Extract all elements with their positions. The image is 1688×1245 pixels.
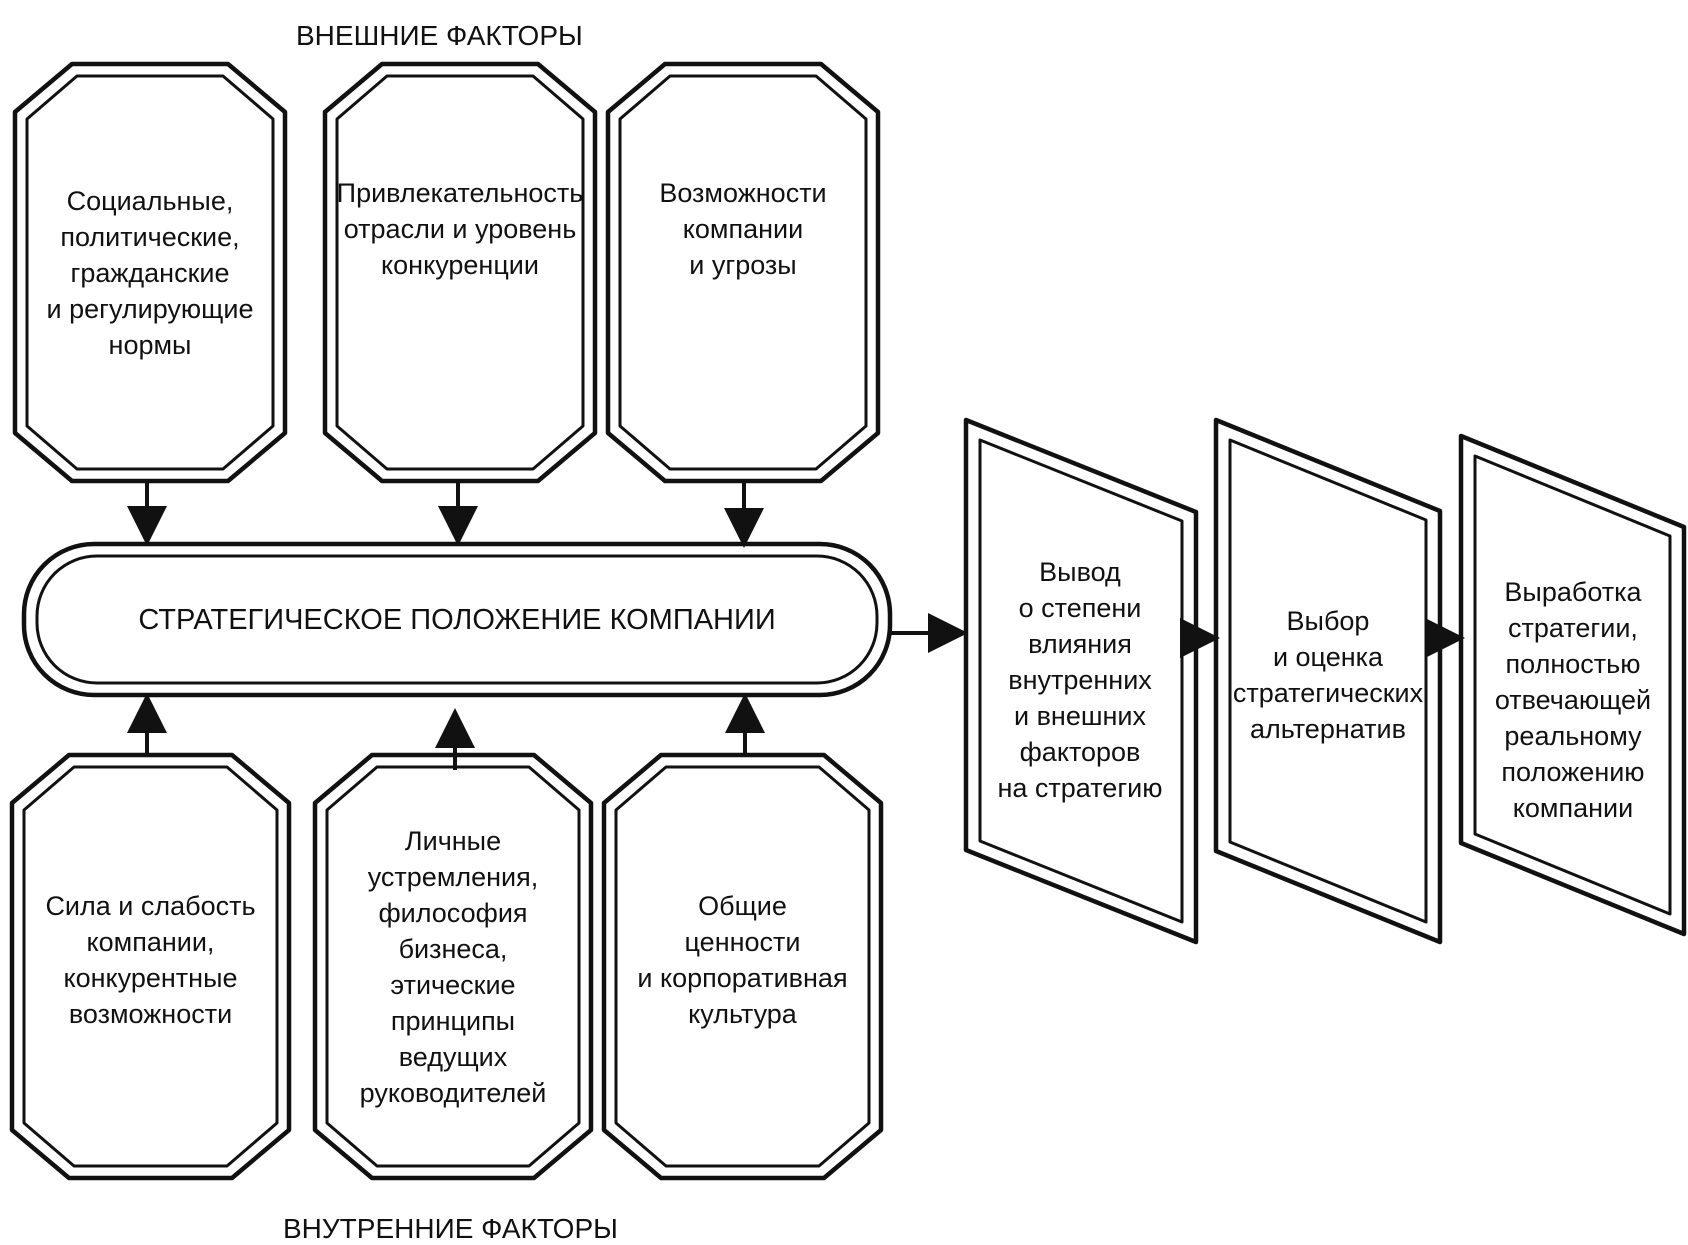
central-capsule <box>21 541 893 698</box>
internal-factor-label-1: Сила и слабость компании, конкурентные в… <box>45 891 256 1029</box>
internal-factor-box-3 <box>601 752 884 1181</box>
external-factor-label-2: Привлекательность отрасли и уровень конк… <box>336 178 584 280</box>
stage-label-2: Выбор и оценка стратегических альтернати… <box>1232 606 1424 744</box>
stage-box-1 <box>963 417 1199 945</box>
external-factor-box-1 <box>12 61 288 484</box>
external-factors-heading: ВНЕШНИЕ ФАКТОРЫ <box>296 20 583 51</box>
internal-factor-label-3: Общие ценности и корпоративная культура <box>637 891 848 1029</box>
stage-label-1: Вывод о степени влияния внутренних и вне… <box>997 557 1163 803</box>
internal-factor-box-2 <box>312 752 594 1181</box>
stage-box-2 <box>1213 417 1443 945</box>
internal-factor-label-2: Личные устремления, философия бизнеса, э… <box>359 825 547 1108</box>
external-factor-box-2 <box>322 61 598 484</box>
internal-factor-box-1 <box>9 752 292 1181</box>
external-factor-label-3: Возможности компании и угрозы <box>659 178 827 280</box>
external-factor-label-1: Социальные, политические, гражданские и … <box>46 185 254 360</box>
internal-factors-heading: ВНУТРЕННИЕ ФАКТОРЫ <box>283 1213 618 1244</box>
external-factor-box-3 <box>605 61 881 484</box>
stage-label-3: Выработка стратегии, полностью отвечающе… <box>1494 577 1652 823</box>
central-label: СТРАТЕГИЧЕСКОЕ ПОЛОЖЕНИЕ КОМПАНИИ <box>138 603 776 636</box>
stage-box-3 <box>1458 433 1687 937</box>
